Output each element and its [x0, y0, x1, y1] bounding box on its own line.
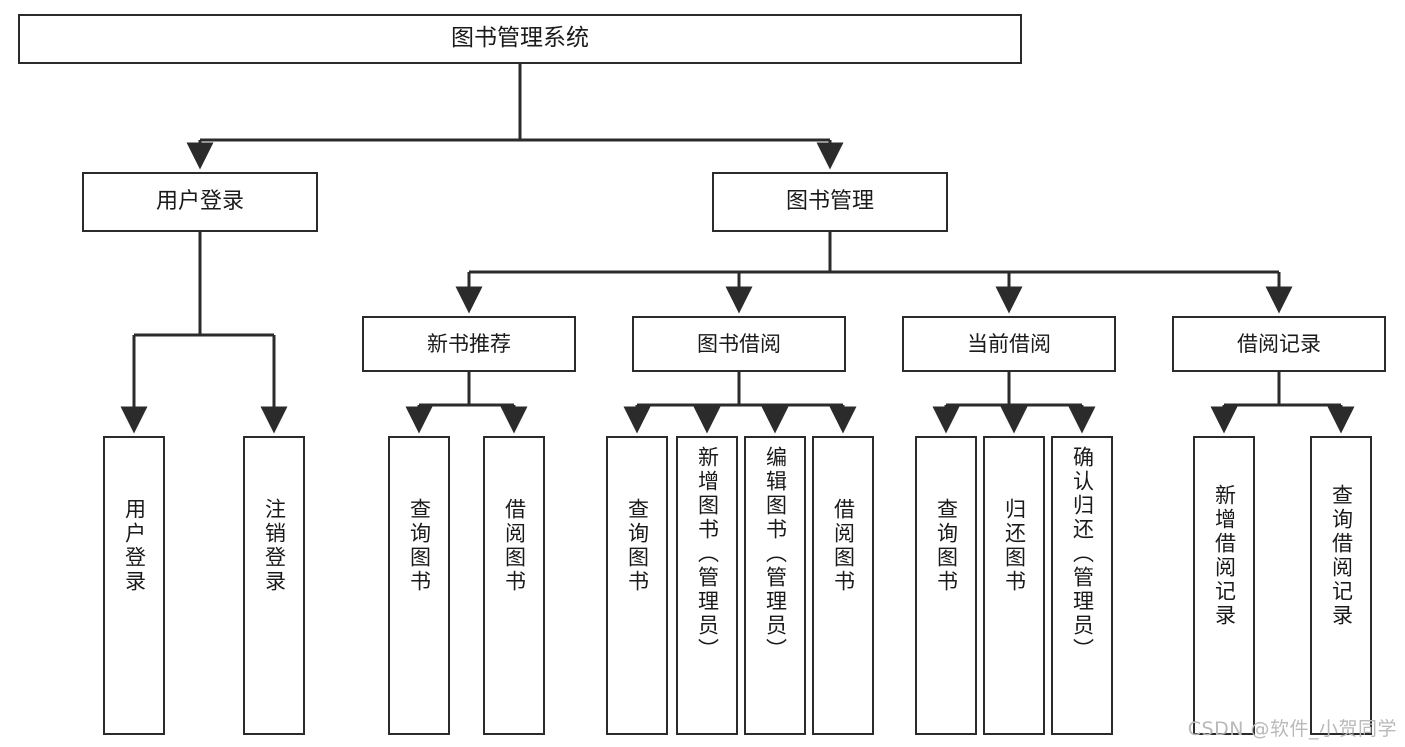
node-leaf-query-book-3[interactable]: 查询图书 — [915, 436, 977, 735]
node-new-book-recommend[interactable]: 新书推荐 — [362, 316, 576, 372]
node-root-label: 图书管理系统 — [451, 25, 589, 52]
node-borrow-record-label: 借阅记录 — [1237, 331, 1321, 356]
node-leaf-add-book-label: 新增图书（管理员） — [695, 446, 720, 662]
node-leaf-logout[interactable]: 注销登录 — [243, 436, 305, 735]
node-leaf-borrow-book-2-label: 借阅图书 — [831, 498, 856, 594]
node-user-login[interactable]: 用户登录 — [82, 172, 318, 232]
node-root-system[interactable]: 图书管理系统 — [18, 14, 1022, 64]
node-leaf-add-record[interactable]: 新增借阅记录 — [1193, 436, 1255, 735]
node-leaf-logout-label: 注销登录 — [262, 498, 287, 594]
node-leaf-return-book[interactable]: 归还图书 — [983, 436, 1045, 735]
node-leaf-query-book-2[interactable]: 查询图书 — [606, 436, 668, 735]
node-leaf-edit-book[interactable]: 编辑图书（管理员） — [744, 436, 806, 735]
node-book-borrow[interactable]: 图书借阅 — [632, 316, 846, 372]
node-current-borrow-label: 当前借阅 — [967, 331, 1051, 356]
node-leaf-query-record[interactable]: 查询借阅记录 — [1310, 436, 1372, 735]
node-leaf-confirm-return[interactable]: 确认归还（管理员） — [1051, 436, 1113, 735]
csdn-watermark: CSDN @软件_小贺同学 — [1187, 718, 1397, 740]
node-leaf-edit-book-label: 编辑图书（管理员） — [763, 446, 788, 662]
node-leaf-confirm-return-label: 确认归还（管理员） — [1070, 446, 1095, 662]
node-leaf-query-book-2-label: 查询图书 — [625, 498, 650, 594]
node-current-borrow[interactable]: 当前借阅 — [902, 316, 1116, 372]
node-leaf-borrow-book-1-label: 借阅图书 — [502, 498, 527, 594]
node-user-login-label: 用户登录 — [155, 189, 244, 215]
node-leaf-user-login[interactable]: 用户登录 — [103, 436, 165, 735]
node-leaf-query-book-1-label: 查询图书 — [407, 498, 432, 594]
node-borrow-record[interactable]: 借阅记录 — [1172, 316, 1386, 372]
node-book-manage-label: 图书管理 — [785, 189, 874, 215]
node-leaf-query-book-3-label: 查询图书 — [934, 498, 959, 594]
node-leaf-borrow-book-2[interactable]: 借阅图书 — [812, 436, 874, 735]
node-leaf-user-login-label: 用户登录 — [122, 498, 147, 594]
node-book-manage[interactable]: 图书管理 — [712, 172, 948, 232]
node-leaf-query-record-label: 查询借阅记录 — [1329, 484, 1354, 628]
node-leaf-add-record-label: 新增借阅记录 — [1212, 484, 1237, 628]
node-leaf-borrow-book-1[interactable]: 借阅图书 — [483, 436, 545, 735]
node-leaf-return-book-label: 归还图书 — [1002, 498, 1027, 594]
node-leaf-query-book-1[interactable]: 查询图书 — [388, 436, 450, 735]
node-book-borrow-label: 图书借阅 — [697, 331, 781, 356]
node-new-book-recommend-label: 新书推荐 — [427, 331, 511, 356]
node-leaf-add-book[interactable]: 新增图书（管理员） — [676, 436, 738, 735]
